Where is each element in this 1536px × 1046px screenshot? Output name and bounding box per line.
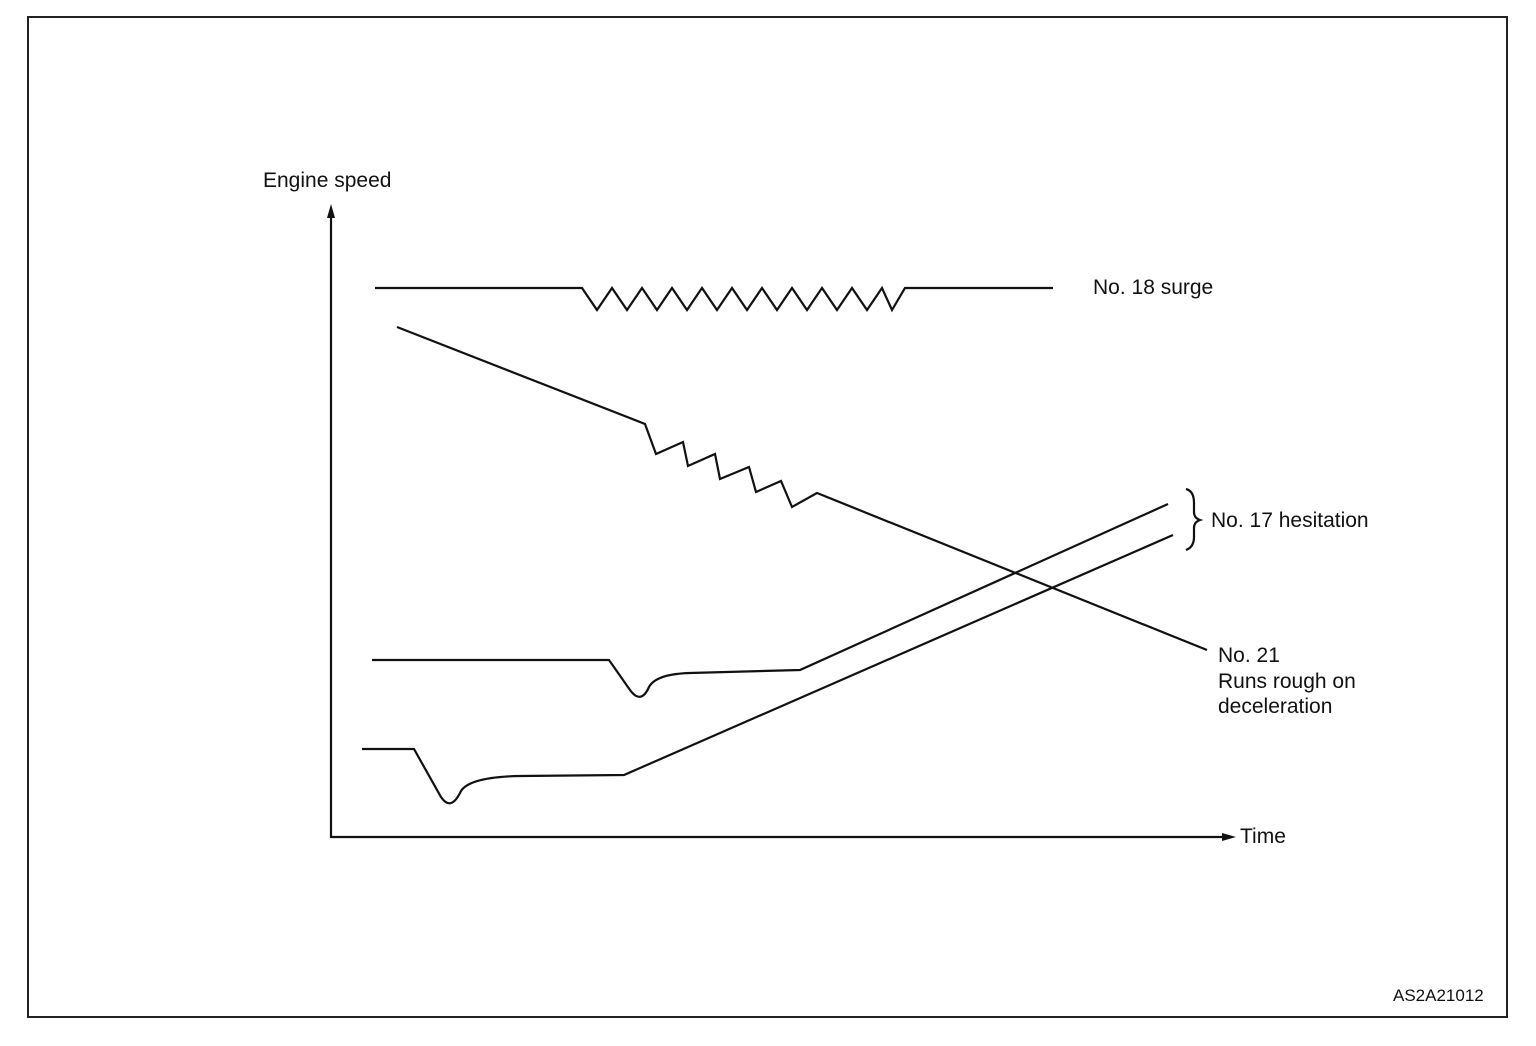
rough-decel-curve: [396, 325, 1208, 652]
surge-label: No. 18 surge: [1093, 276, 1213, 299]
hesitation-curve-lower: [362, 533, 1174, 805]
x-axis-arrowhead: [1222, 833, 1236, 841]
hesitation-curve-upper: [372, 502, 1169, 698]
x-axis-label: Time: [1240, 825, 1286, 848]
rough-decel-label-line2: Runs rough on: [1218, 670, 1356, 693]
rough-decel-label-line3: deceleration: [1218, 695, 1332, 718]
surge-curve: [375, 285, 1053, 313]
hesitation-brace: [1185, 487, 1204, 552]
figure-code: AS2A21012: [1393, 986, 1484, 1005]
hesitation-label: No. 17 hesitation: [1211, 509, 1369, 532]
figure-frame: [27, 16, 1508, 1018]
y-axis-arrowhead: [327, 204, 335, 218]
y-axis-label: Engine speed: [263, 169, 391, 192]
rough-decel-label-line1: No. 21: [1218, 644, 1280, 667]
